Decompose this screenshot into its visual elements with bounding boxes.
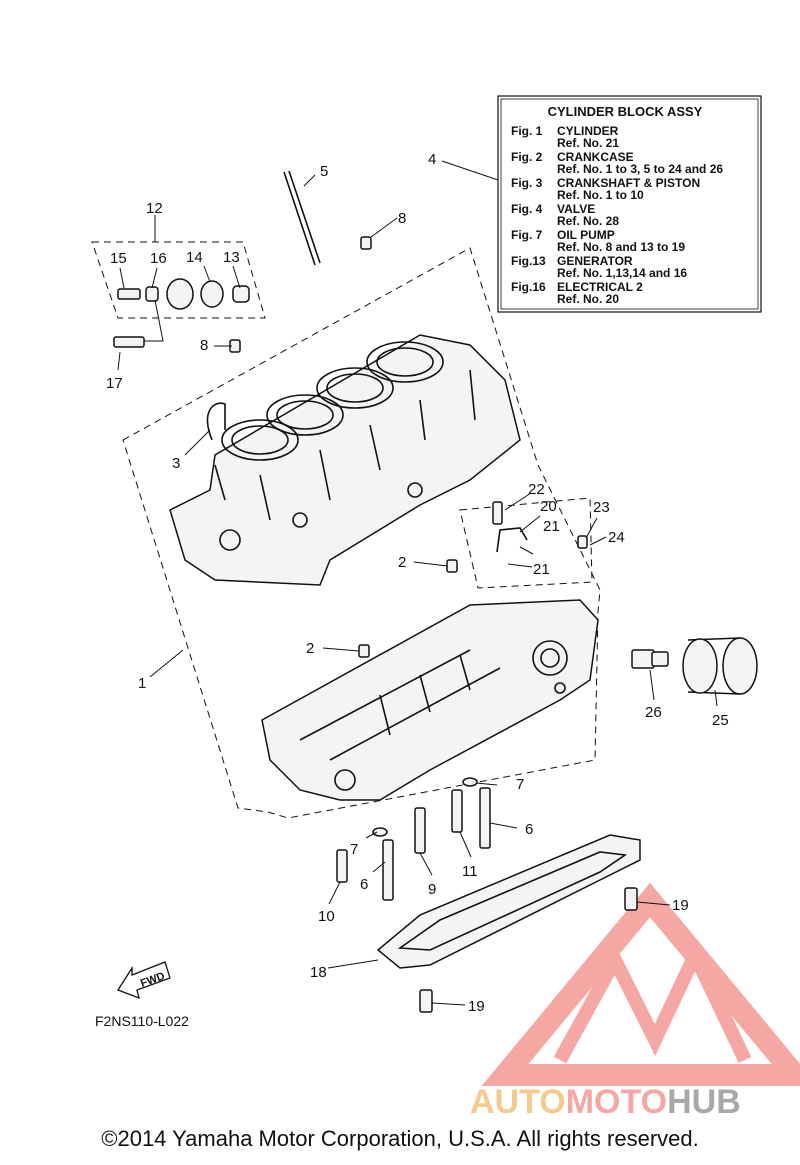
drawing-code: F2NS110-L022 — [95, 1013, 189, 1029]
crankcase-lower — [261, 599, 599, 801]
legend-fig-number: Fig. 2 — [511, 150, 543, 164]
legend-fig-number: Fig. 3 — [511, 176, 543, 190]
callout-21a: 21 — [543, 518, 560, 535]
callout-12: 12 — [146, 200, 163, 217]
callout-labels: 1 2 2 3 4 5 6 6 7 7 8 8 9 10 11 12 13 14… — [106, 151, 729, 1015]
callout-18: 18 — [310, 964, 327, 981]
callout-8a: 8 — [398, 210, 406, 227]
legend-fig-number: Fig. 7 — [511, 228, 543, 242]
callout-16: 16 — [150, 250, 167, 267]
callout-20: 20 — [540, 498, 557, 515]
legend-fig-name: ELECTRICAL 2 — [557, 280, 643, 294]
leader-lines — [117, 160, 718, 1006]
dowel-pin-2b — [358, 644, 370, 658]
legend-fig-name: VALVE — [557, 202, 595, 216]
watermark-hub-text: HUB — [667, 1083, 741, 1121]
legend-fig-name: CYLINDER — [557, 124, 619, 138]
copyright-notice: ©2014 Yamaha Motor Corporation, U.S.A. A… — [101, 1126, 699, 1151]
callout-8b: 8 — [200, 337, 208, 354]
oil-filter — [682, 637, 758, 695]
legend-ref-numbers: Ref. No. 20 — [557, 292, 619, 306]
oil-filter-union-bolt — [631, 649, 669, 669]
oil-pipe — [496, 527, 528, 553]
group-20-24-outline — [459, 497, 593, 589]
group-12-outline — [91, 241, 266, 319]
callout-22: 22 — [528, 481, 545, 498]
callout-25: 25 — [712, 712, 729, 729]
legend-ref-numbers: Ref. No. 1,13,14 and 16 — [557, 266, 687, 280]
callout-2b: 2 — [306, 640, 314, 657]
legend-ref-numbers: Ref. No. 8 and 13 to 19 — [557, 240, 685, 254]
callout-23: 23 — [593, 499, 610, 516]
callout-17: 17 — [106, 375, 123, 392]
watermark-logo: AUTOMOTOHUB — [470, 882, 800, 1121]
cylinder-block-upper — [169, 334, 521, 586]
callout-3: 3 — [172, 455, 180, 472]
breather-hose — [206, 402, 226, 441]
legend-title: CYLINDER BLOCK ASSY — [548, 104, 703, 119]
legend-ref-numbers: Ref. No. 1 to 3, 5 to 24 and 26 — [557, 162, 723, 176]
legend-fig-name: GENERATOR — [557, 254, 633, 268]
callout-14: 14 — [186, 249, 203, 266]
legend-fig-number: Fig.13 — [511, 254, 546, 268]
cylinder-group-outline — [122, 247, 601, 819]
crankcase-bolts — [336, 777, 638, 1013]
legend-fig-number: Fig. 4 — [511, 202, 543, 216]
watermark-auto-text: AUTO — [470, 1083, 566, 1121]
oil-pan — [376, 834, 641, 969]
forward-arrow-icon: FWD — [117, 961, 171, 1000]
bolt-22 — [492, 501, 503, 525]
callout-6a: 6 — [525, 821, 533, 838]
callout-10: 10 — [318, 908, 335, 925]
watermark-moto-text: MOTO — [566, 1083, 667, 1121]
dowel-pin-23 — [577, 535, 588, 549]
callout-19a: 19 — [672, 897, 689, 914]
legend-fig-name: CRANKSHAFT & PISTON — [557, 176, 700, 190]
callout-21b: 21 — [533, 561, 550, 578]
legend-fig-number: Fig. 1 — [511, 124, 543, 138]
callout-24: 24 — [608, 529, 625, 546]
callout-1: 1 — [138, 675, 146, 692]
callout-6b: 6 — [360, 876, 368, 893]
callout-4: 4 — [428, 151, 436, 168]
dowel-pin-2a — [446, 559, 458, 573]
callout-5: 5 — [320, 163, 328, 180]
dowel-pin-upper — [360, 236, 372, 250]
legend-ref-numbers: Ref. No. 28 — [557, 214, 619, 228]
callout-7a: 7 — [516, 776, 524, 793]
svg-text:AUTOMOTOHUB: AUTOMOTOHUB — [470, 1083, 741, 1121]
callout-9: 9 — [428, 881, 436, 898]
group-12-parts — [113, 278, 250, 348]
callout-2a: 2 — [398, 554, 406, 571]
stud-bolt — [283, 171, 316, 266]
callout-11: 11 — [462, 863, 478, 880]
callout-19b: 19 — [468, 998, 485, 1015]
callout-13: 13 — [223, 249, 240, 266]
callout-26: 26 — [645, 704, 662, 721]
legend-fig-number: Fig.16 — [511, 280, 546, 294]
callout-7b: 7 — [350, 841, 358, 858]
legend-ref-numbers: Ref. No. 21 — [557, 136, 619, 150]
callout-15: 15 — [110, 250, 127, 267]
legend-ref-numbers: Ref. No. 1 to 10 — [557, 188, 644, 202]
legend-fig-name: CRANKCASE — [557, 150, 634, 164]
legend-fig-name: OIL PUMP — [557, 228, 615, 242]
